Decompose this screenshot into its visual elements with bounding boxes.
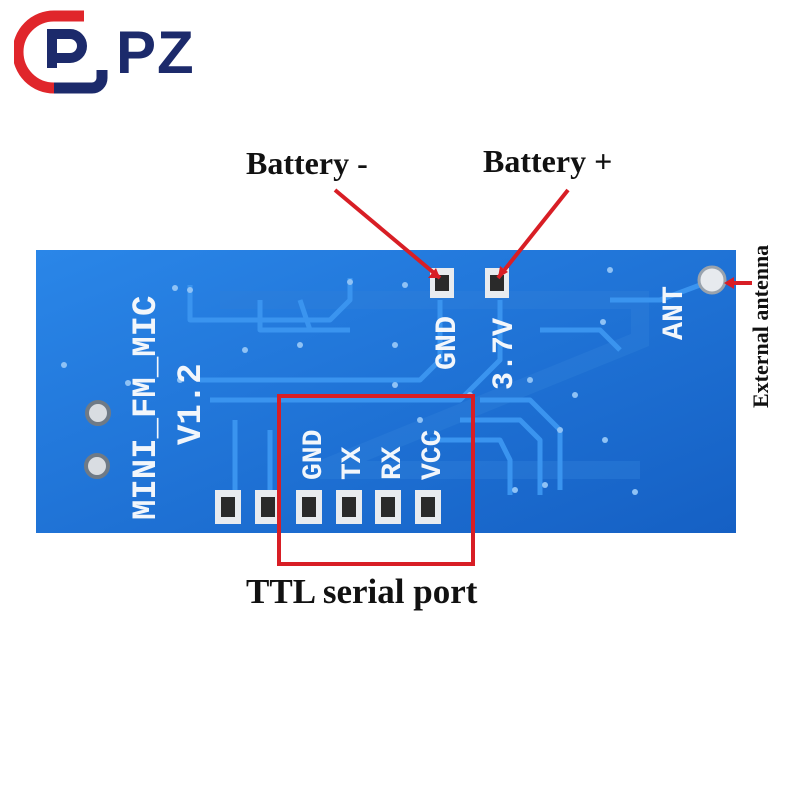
silk-pin-vcc: VCC bbox=[418, 429, 449, 480]
logo-mark-icon bbox=[12, 10, 108, 94]
ttl-highlight-box bbox=[277, 394, 475, 566]
antenna-pad bbox=[697, 265, 727, 295]
silk-pin-rx: RX bbox=[378, 446, 409, 480]
mounting-holes bbox=[84, 400, 111, 479]
external-antenna-label: External antenna bbox=[748, 244, 773, 408]
brand-logo bbox=[12, 10, 214, 100]
battery-negative-label: Battery - bbox=[246, 145, 368, 181]
pcb-vias bbox=[61, 267, 638, 495]
logo-text: PZ bbox=[116, 19, 195, 86]
pcb-body bbox=[36, 250, 736, 533]
pcb-traces bbox=[187, 278, 701, 498]
silk-ant: ANT bbox=[658, 286, 692, 340]
silk-gnd-top: GND bbox=[431, 316, 465, 370]
silk-model: MINI_FM_MIC bbox=[128, 296, 166, 520]
silk-pin-tx: TX bbox=[338, 446, 369, 480]
silk-pin-gnd: GND bbox=[299, 430, 330, 480]
silk-version: V1.2 bbox=[173, 363, 211, 445]
silk-3v7: 3.7V bbox=[488, 318, 522, 390]
battery-positive-label: Battery + bbox=[483, 143, 613, 179]
annotation-arrows bbox=[333, 188, 752, 289]
ttl-serial-port-label: TTL serial port bbox=[246, 572, 478, 611]
header-pads bbox=[215, 490, 441, 524]
